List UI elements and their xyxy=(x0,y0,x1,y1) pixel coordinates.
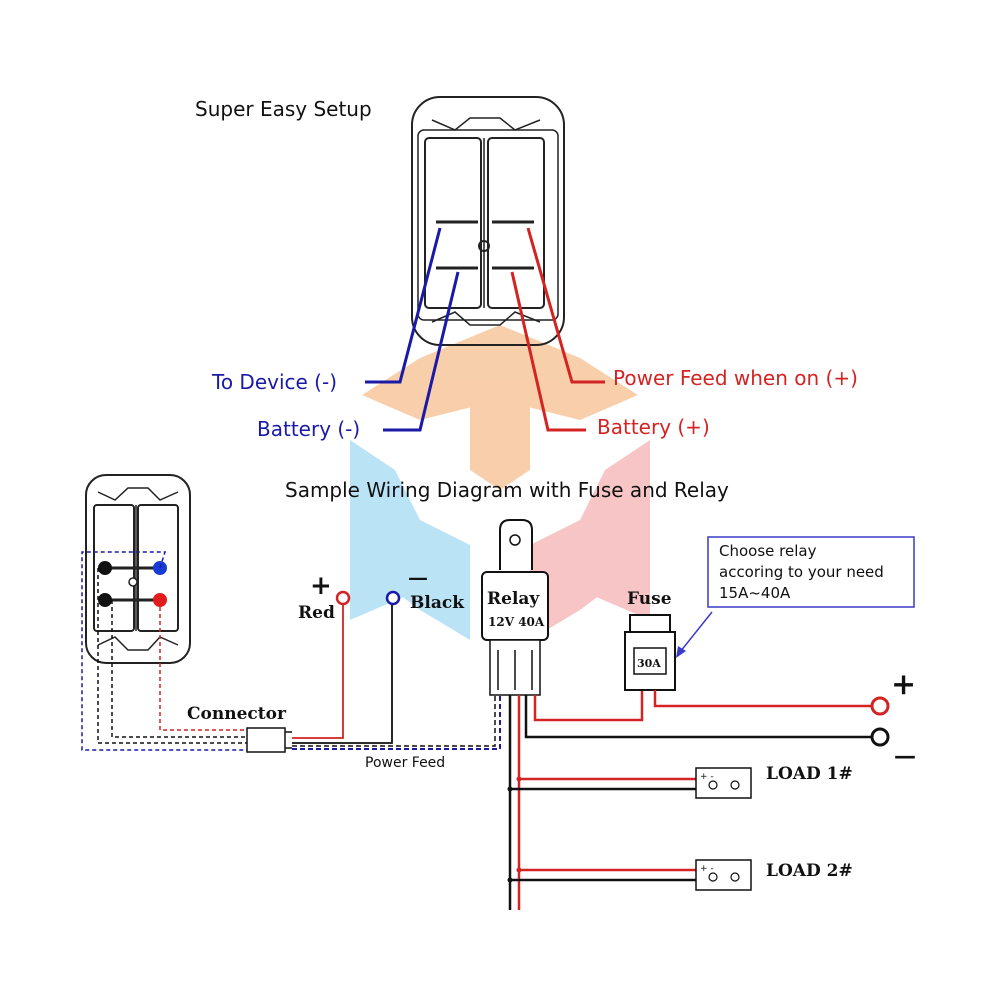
switch-top-clip xyxy=(431,117,541,131)
battery-pos-ring xyxy=(870,696,890,716)
wire-fuse-to-battery xyxy=(653,690,873,708)
watermark-pink-arm xyxy=(580,530,650,620)
wire-black-lead xyxy=(292,605,393,744)
load2-box xyxy=(695,859,752,891)
load1-label: LOAD 1# xyxy=(766,764,853,784)
wire-battery-neg xyxy=(383,271,460,432)
watermark-orange-stem xyxy=(470,400,530,490)
load2-junction-neg xyxy=(507,877,513,883)
load1-junction-pos xyxy=(516,776,522,782)
load2-junction-pos xyxy=(516,867,522,873)
load1-terminal-neg xyxy=(730,780,740,790)
battery-plus-sign: + xyxy=(891,667,916,702)
small-switch-top-clip xyxy=(97,487,179,501)
power-feed-label: Power Feed xyxy=(365,755,445,771)
switch-bottom-clip xyxy=(431,311,541,326)
label-to-device-neg: To Device (-) xyxy=(211,370,337,394)
switch-to-connector-wires xyxy=(81,551,248,751)
small-switch-housing xyxy=(85,474,191,664)
fuse-rating: 30A xyxy=(637,657,661,670)
watermark-logo xyxy=(350,325,650,640)
relay-note-line-2: accoring to your need xyxy=(719,563,884,581)
bottom-title: Sample Wiring Diagram with Fuse and Rela… xyxy=(285,478,729,502)
black-label: Black xyxy=(410,593,465,613)
fuse: 30A Fuse xyxy=(624,589,676,691)
switch-housing xyxy=(411,96,565,346)
dashed-black-wire-2 xyxy=(105,599,248,738)
switch-left-rocker xyxy=(424,137,482,309)
load1-junction-neg xyxy=(507,786,513,792)
wire-battery-pos xyxy=(510,271,586,432)
top-rocker-switch xyxy=(411,96,565,346)
wire-relay-ground xyxy=(524,695,873,739)
wire-red-lead xyxy=(292,605,344,739)
battery-neg-ring xyxy=(870,727,890,747)
battery-minus-sign: — xyxy=(894,743,916,769)
dashed-black-wire-1 xyxy=(97,567,248,744)
top-wires xyxy=(365,227,605,432)
black-minus-sign: — xyxy=(408,565,428,589)
small-switch-bottom-clip xyxy=(97,636,179,651)
load2-label: LOAD 2# xyxy=(766,861,853,881)
switch-right-rocker xyxy=(487,137,545,309)
red-plus-sign: + xyxy=(310,571,332,601)
small-switch-pin xyxy=(128,577,138,587)
dashed-blue-wire xyxy=(81,551,248,751)
watermark-blue-arm xyxy=(350,530,420,620)
relay-mount-hole xyxy=(509,534,521,546)
label-power-feed-on: Power Feed when on (+) xyxy=(613,366,858,390)
wire-to-device-neg xyxy=(365,227,442,384)
connector-label: Connector xyxy=(187,704,287,724)
load2-terminal-pos xyxy=(708,872,718,882)
top-title: Super Easy Setup xyxy=(195,97,372,121)
switch-inner-frame xyxy=(417,129,559,321)
fuse-window xyxy=(633,647,667,675)
relay-title: Relay xyxy=(487,589,540,609)
relay-note-box xyxy=(707,536,915,608)
load2-terminal-signs: + - xyxy=(700,864,714,874)
relay-note-line-3: 15A~40A xyxy=(719,584,791,602)
relay-rating: 12V 40A xyxy=(488,615,545,629)
dashed-red-wire xyxy=(159,600,248,731)
fuse-label: Fuse xyxy=(627,589,672,609)
label-battery-pos: Battery (+) xyxy=(597,415,710,439)
load1-box xyxy=(695,767,752,799)
note-arrow-line xyxy=(679,611,713,653)
relay: Relay 12V 40A xyxy=(481,519,549,696)
load2-terminal-neg xyxy=(730,872,740,882)
wire-power-feed-black xyxy=(292,695,496,747)
note-arrow-head xyxy=(676,646,686,658)
red-label: Red xyxy=(298,603,335,623)
red-ring-terminal xyxy=(335,590,351,606)
load1-terminal-signs: + - xyxy=(700,772,714,782)
label-battery-neg: Battery (-) xyxy=(257,417,360,441)
wire-power-feed xyxy=(292,695,501,750)
connector-block xyxy=(246,727,286,753)
relay-note-line-1: Choose relay xyxy=(719,542,817,560)
watermark-orange-top xyxy=(362,325,638,420)
black-ring-terminal xyxy=(385,590,401,606)
wire-power-feed-on xyxy=(526,227,605,384)
wire-relay-to-fuse xyxy=(533,690,644,722)
load1-terminal-pos xyxy=(708,780,718,790)
